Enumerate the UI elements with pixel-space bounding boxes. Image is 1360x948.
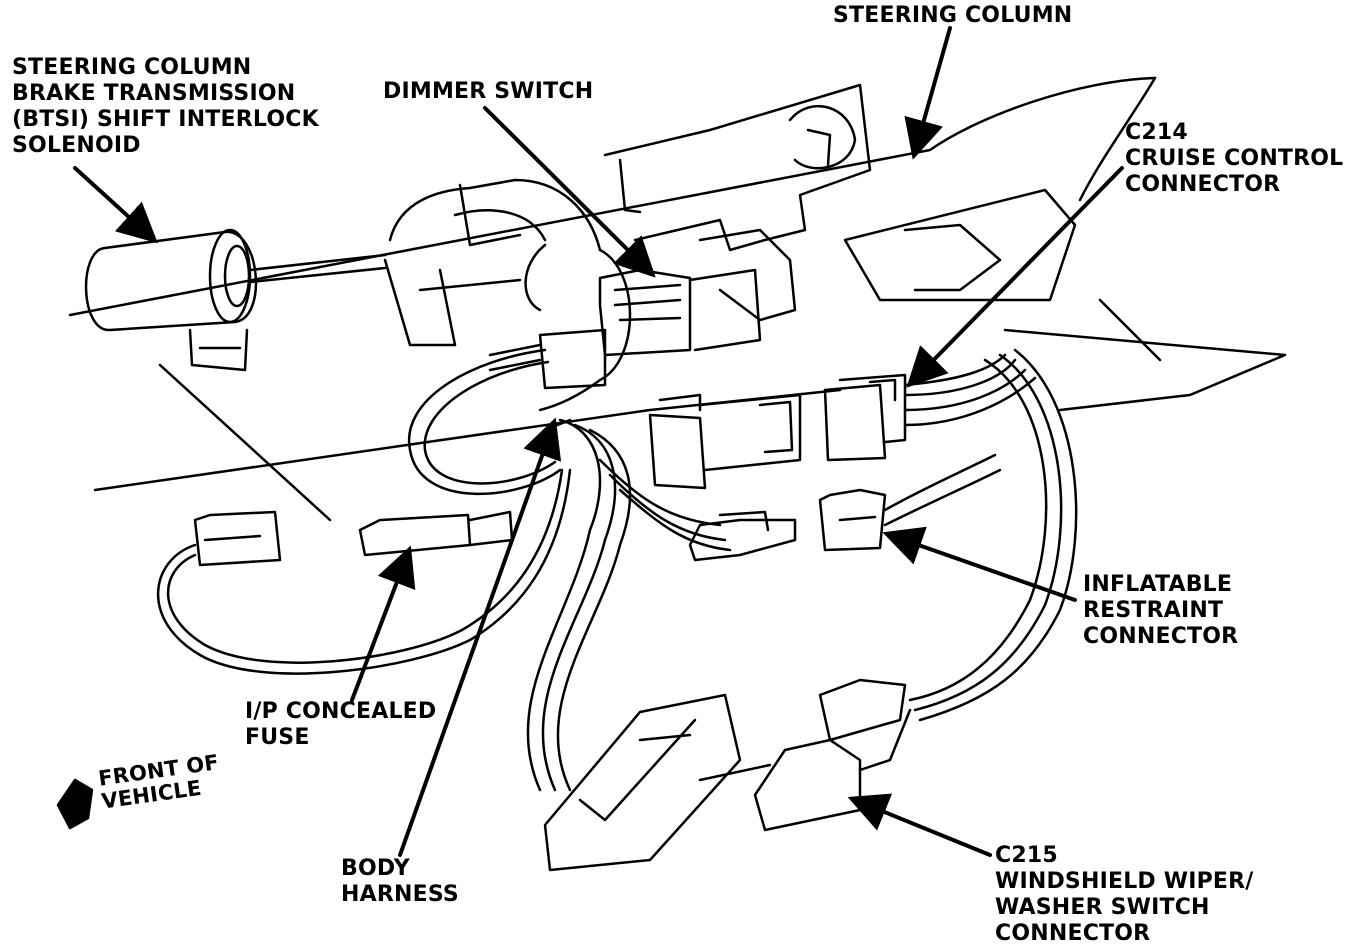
btsi-solenoid <box>84 228 387 372</box>
label-line: SOLENOID <box>12 133 141 158</box>
label-line: C215 <box>995 843 1058 868</box>
steering-column-housing <box>603 83 1077 322</box>
label-line: FUSE <box>245 725 310 750</box>
arrow-c214 <box>906 166 1124 388</box>
label-inflatable-restraint: INFLATABLE RESTRAINT CONNECTOR <box>1083 572 1238 650</box>
body-harness-bundle <box>526 418 732 792</box>
label-dimmer-switch: DIMMER SWITCH <box>383 79 593 105</box>
label-c215-wiper-washer: C215 WINDSHIELD WIPER/ WASHER SWITCH CON… <box>995 843 1254 947</box>
label-line: I/P CONCEALED <box>245 699 437 724</box>
label-line: INFLATABLE <box>1083 572 1233 597</box>
callout-arrows <box>73 26 1124 857</box>
label-ip-concealed-fuse: I/P CONCEALED FUSE <box>245 699 436 751</box>
label-c214-cruise-control: C214 CRUISE CONTROL CONNECTOR <box>1125 120 1343 198</box>
label-line: RESTRAINT <box>1083 598 1224 623</box>
arrow-steering-column <box>904 26 952 160</box>
label-line: BRAKE TRANSMISSION <box>12 81 296 106</box>
arrow-dimmer <box>483 106 656 278</box>
label-line: STEERING COLUMN <box>833 3 1073 28</box>
c215-connector <box>543 678 912 872</box>
label-line: CONNECTOR <box>1125 172 1281 197</box>
arrow-btsi <box>73 166 158 244</box>
column-switch-housing <box>383 178 632 412</box>
label-line: WINDSHIELD WIPER/ <box>995 869 1254 894</box>
label-line: WASHER SWITCH <box>995 895 1210 920</box>
arrow-body-harness <box>398 417 562 857</box>
center-connector <box>648 393 802 490</box>
right-harness-bundle <box>883 348 1078 722</box>
label-line: DIMMER SWITCH <box>383 79 594 104</box>
arrow-c215 <box>847 793 992 857</box>
label-line: C214 <box>1125 120 1188 145</box>
label-line: HARNESS <box>341 882 459 907</box>
label-line: (BTSI) SHIFT INTERLOCK <box>12 107 319 132</box>
front-of-vehicle-arrow <box>56 778 94 830</box>
label-line: STEERING COLUMN <box>12 55 252 80</box>
ip-concealed-fuse <box>156 468 572 675</box>
dimmer-harness-loop <box>407 328 607 496</box>
label-btsi-solenoid: STEERING COLUMN BRAKE TRANSMISSION (BTSI… <box>12 55 319 159</box>
arrow-inflatable <box>882 526 1077 602</box>
label-line: BODY <box>341 856 410 881</box>
label-line: CRUISE CONTROL <box>1125 146 1344 171</box>
label-line: CONNECTOR <box>995 921 1151 946</box>
label-steering-column: STEERING COLUMN <box>833 3 1072 29</box>
label-line: CONNECTOR <box>1083 624 1239 649</box>
label-body-harness: BODY HARNESS <box>341 856 459 908</box>
c214-connector <box>823 353 1037 462</box>
arrow-ip-fuse <box>350 545 416 702</box>
